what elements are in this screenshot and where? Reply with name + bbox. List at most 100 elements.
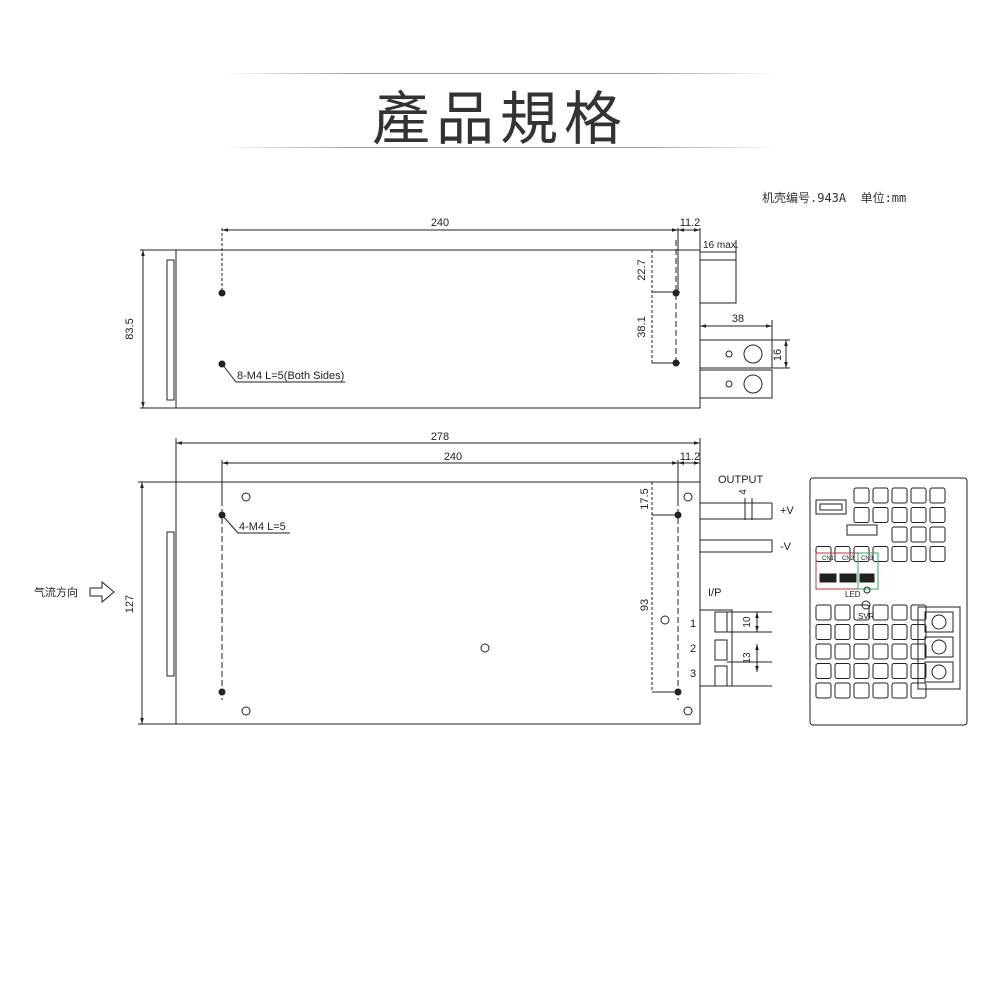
- vent-hole: [910, 526, 927, 543]
- dim-22-7: 22.7: [636, 259, 648, 280]
- vent-hole: [891, 526, 908, 543]
- end-view-frame: [809, 477, 968, 726]
- output-label: OUTPUT: [718, 474, 764, 486]
- dim-4: 4: [738, 489, 749, 495]
- vent-grid: [815, 487, 946, 699]
- vent-hole: [891, 682, 908, 699]
- svr-knob: [861, 600, 871, 610]
- vent-hole: [853, 487, 870, 504]
- dim-93: 93: [639, 599, 651, 611]
- screw-note-leader-top: [221, 363, 345, 383]
- front-view-body: [175, 481, 701, 725]
- title-top-rule: [220, 73, 780, 74]
- top-view-body: [175, 249, 701, 409]
- vent-hole: [853, 682, 870, 699]
- vent-hole: [891, 487, 908, 504]
- vent-hole: [929, 487, 946, 504]
- vent-hole: [815, 663, 832, 679]
- vplus-label: +V: [780, 505, 794, 517]
- vent-hole: [815, 643, 832, 660]
- vent-hole: [872, 546, 889, 562]
- cn1-label: CN1: [822, 556, 835, 562]
- vent-hole: [815, 604, 832, 621]
- screw-note-front: 4-M4 L=5: [239, 521, 286, 533]
- front-view: [89, 438, 773, 725]
- dim-16: 16: [772, 349, 784, 361]
- vent-hole: [853, 624, 870, 640]
- terminal-hole-2: [725, 380, 733, 388]
- dim-17-5: 17.5: [639, 488, 651, 509]
- vent-hole: [834, 604, 851, 621]
- vent-hole: [929, 507, 946, 523]
- cn3-label: CN3: [861, 556, 874, 562]
- end-view-output-slot: [815, 499, 847, 515]
- top-view: [140, 228, 790, 409]
- terminal-block: [917, 606, 961, 690]
- title-bottom-rule: [220, 147, 780, 148]
- ip-label: I/P: [708, 587, 721, 599]
- dim-278: 278: [431, 431, 449, 443]
- dim-240-top: 240: [431, 217, 449, 229]
- end-view: [809, 477, 968, 726]
- dim-127: 127: [124, 595, 136, 613]
- vent-hole: [872, 663, 889, 679]
- led-indicator: [863, 586, 871, 594]
- vent-hole: [910, 546, 927, 562]
- dim-16max: 16 max.: [703, 240, 739, 251]
- cn2-label: CN2: [842, 556, 855, 562]
- dim-38-1: 38.1: [636, 316, 648, 337]
- vent-hole: [872, 624, 889, 640]
- vent-hole: [891, 604, 908, 621]
- vent-hole: [834, 682, 851, 699]
- airflow-label: 气流方向: [34, 585, 78, 599]
- vent-hole: [834, 624, 851, 640]
- vent-hole: [929, 526, 946, 543]
- terminal-screw-2: [743, 374, 763, 394]
- led-label: LED: [845, 590, 861, 599]
- top-view-terminal-upper: [699, 339, 773, 369]
- front-view-end-plate: [166, 531, 175, 677]
- top-view-output-block: [699, 259, 737, 304]
- case-info: 机壳编号.943A 单位:mm: [762, 191, 907, 205]
- screw-note-leader-front: [221, 514, 290, 534]
- vent-hole: [872, 682, 889, 699]
- airflow-arrow-icon: [89, 580, 115, 604]
- dim-11-2-top: 11.2: [680, 217, 701, 229]
- terminal-screw-1: [743, 344, 763, 364]
- vent-hole: [872, 507, 889, 523]
- page-title: 產品規格: [371, 85, 628, 153]
- vent-hole: [853, 663, 870, 679]
- vent-hole: [815, 682, 832, 699]
- dim-11-2-front: 11.2: [680, 451, 701, 463]
- terminal-hole-1: [725, 350, 733, 358]
- svr-label: SVR: [858, 612, 875, 621]
- vent-hole: [929, 546, 946, 562]
- pin-3-label: 3: [690, 668, 696, 680]
- vent-hole: [891, 546, 908, 562]
- vent-hole: [853, 507, 870, 523]
- dim-38: 38: [732, 313, 744, 325]
- vminus-label: -V: [780, 541, 792, 553]
- top-view-end-plate: [166, 259, 175, 401]
- screw-note-top: 8-M4 L=5(Both Sides): [237, 370, 344, 382]
- vent-hole: [872, 643, 889, 660]
- vent-hole: [891, 663, 908, 679]
- top-view-terminal-lower: [699, 369, 773, 399]
- vent-hole: [815, 624, 832, 640]
- vent-hole: [834, 663, 851, 679]
- vent-hole: [910, 507, 927, 523]
- vent-hole: [872, 604, 889, 621]
- vent-hole: [853, 546, 870, 562]
- vent-hole: [891, 624, 908, 640]
- pin-2-label: 2: [690, 643, 696, 655]
- dim-10: 10: [742, 616, 753, 628]
- dim-13: 13: [742, 652, 753, 664]
- pin-1-label: 1: [690, 618, 696, 630]
- vent-hole: [891, 507, 908, 523]
- dim-83-5: 83.5: [124, 318, 136, 339]
- vent-hole: [853, 643, 870, 660]
- vent-hole: [891, 643, 908, 660]
- vent-hole: [834, 643, 851, 660]
- vent-hole: [834, 546, 851, 562]
